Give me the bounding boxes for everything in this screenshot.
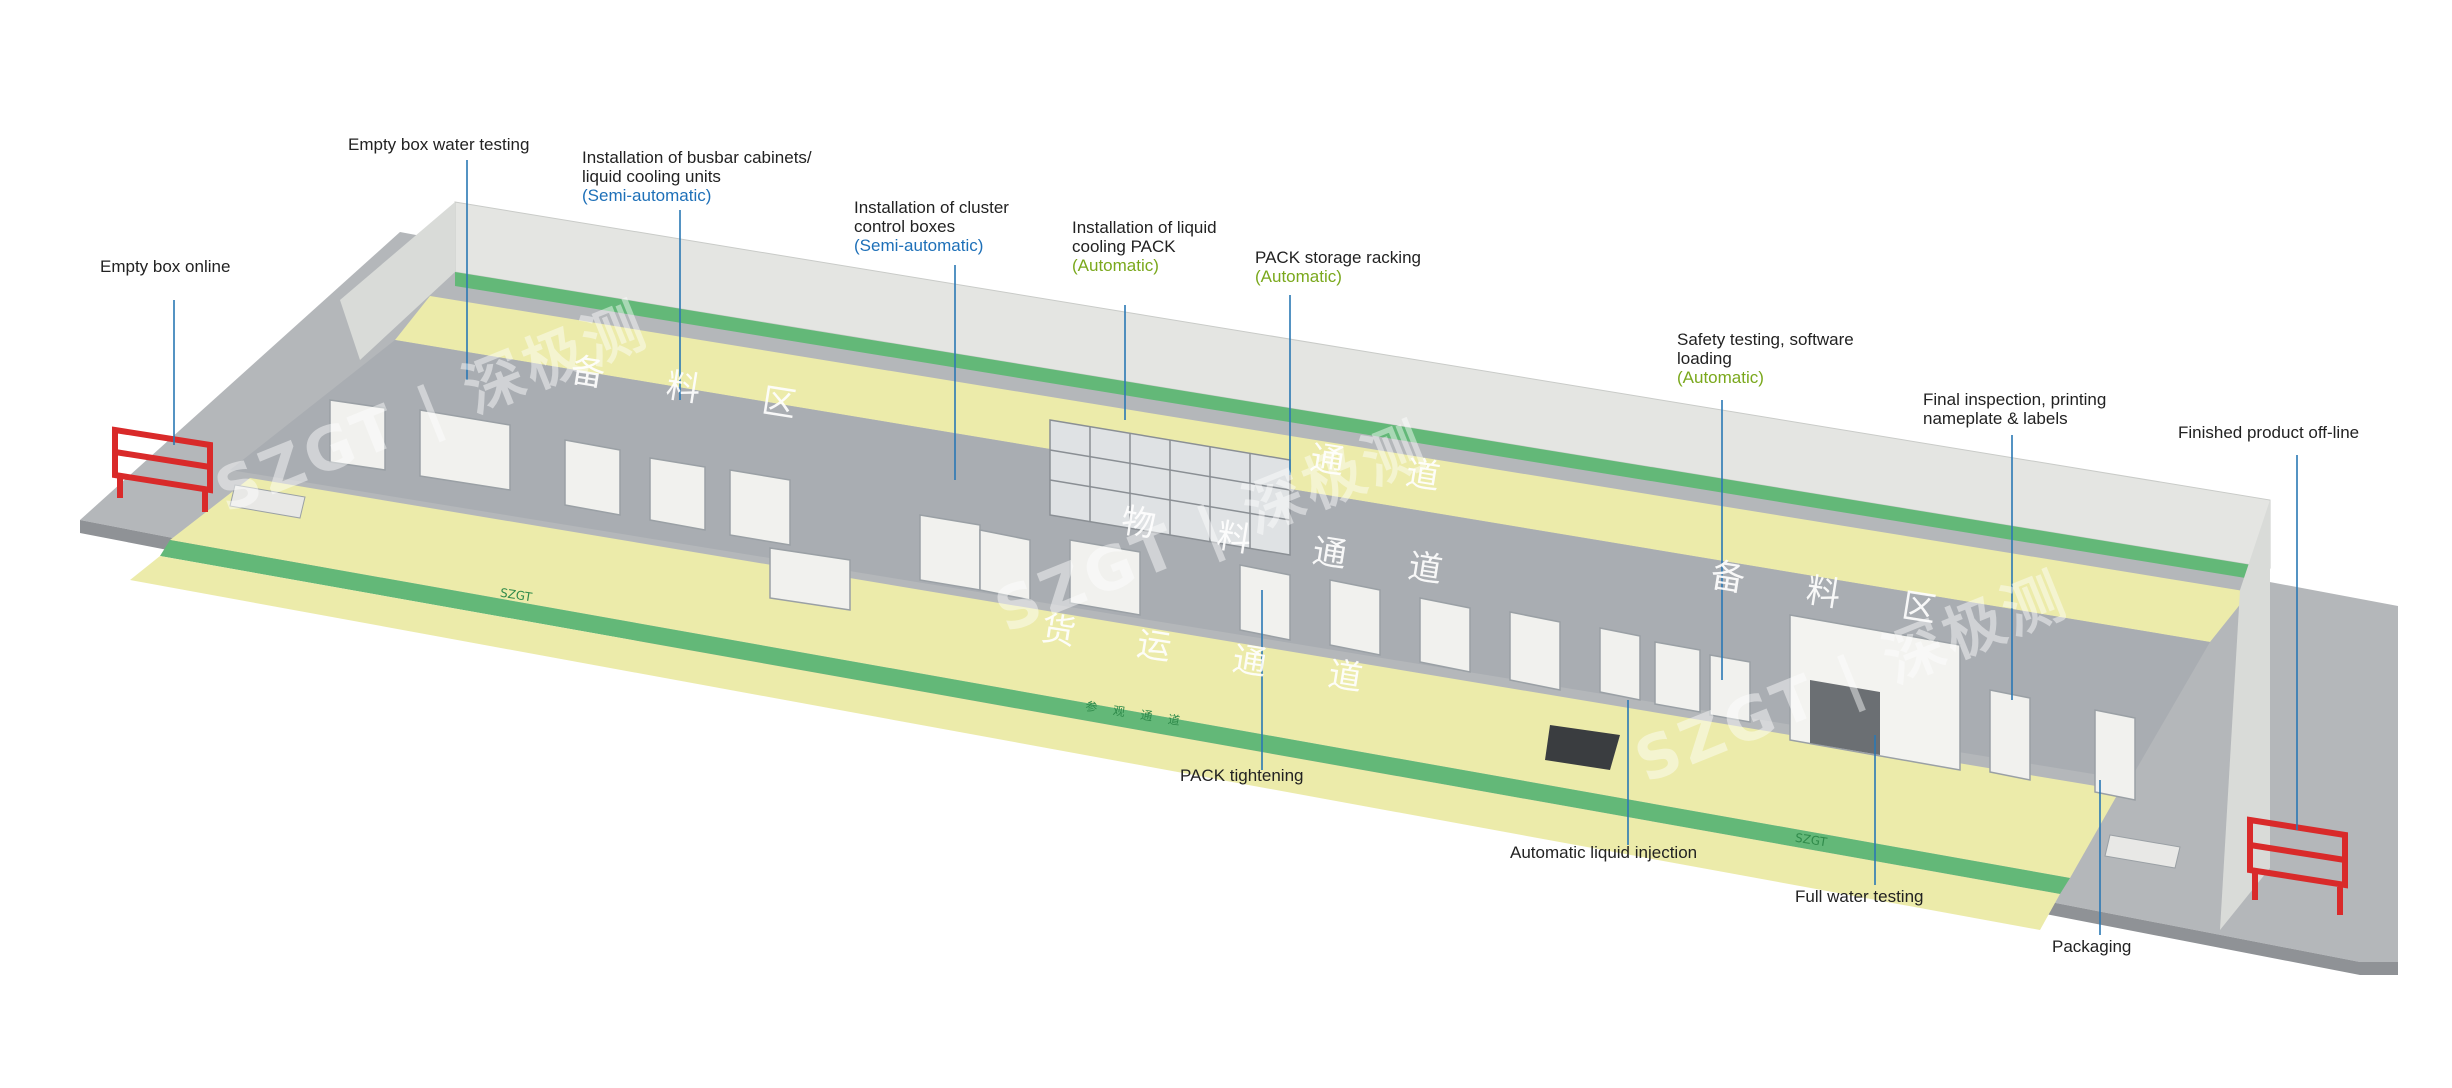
label-text: Empty box online bbox=[100, 257, 231, 276]
label-finished-product-off-line: Finished product off-line bbox=[2178, 423, 2359, 442]
label-line-1: Installation of cluster bbox=[854, 198, 1009, 217]
label-text: Automatic liquid injection bbox=[1510, 843, 1698, 862]
label-packaging: Packaging bbox=[2052, 937, 2131, 956]
packaging-tray bbox=[2104, 834, 2181, 869]
label-text: Packaging bbox=[2052, 937, 2132, 956]
empty-box-tray bbox=[229, 484, 306, 519]
label-safety-testing: Safety testing, software loading (Automa… bbox=[1677, 330, 1854, 387]
label-mode: (Semi-automatic) bbox=[582, 186, 712, 205]
front-yellow-lane bbox=[170, 478, 2120, 878]
machines bbox=[329, 399, 2136, 801]
front-green-strip bbox=[160, 540, 2070, 894]
label-line-1: Final inspection, printing bbox=[1923, 390, 2107, 409]
label-text: Full water testing bbox=[1795, 887, 1924, 906]
label-mode: (Semi-automatic) bbox=[854, 236, 984, 255]
front-yellow-aisle bbox=[130, 556, 2060, 930]
label-pack-tightening: PACK tightening bbox=[1180, 766, 1303, 785]
label-line-1: PACK storage racking bbox=[1255, 248, 1421, 267]
label-line-1: Installation of liquid bbox=[1072, 218, 1217, 237]
water-testing-booth bbox=[1789, 614, 1961, 771]
label-busbar-installation: Installation of busbar cabinets/ liquid … bbox=[582, 148, 812, 205]
label-line-1: Safety testing, software bbox=[1677, 330, 1854, 349]
label-cluster-control-boxes: Installation of cluster control boxes (S… bbox=[854, 198, 1009, 255]
label-line-1: Installation of busbar cabinets/ bbox=[582, 148, 812, 167]
red-cart-left bbox=[112, 426, 213, 512]
label-line-2: liquid cooling units bbox=[582, 167, 721, 186]
label-mode: (Automatic) bbox=[1072, 256, 1159, 275]
agv-cart bbox=[1545, 725, 1620, 770]
back-yellow-lane bbox=[395, 296, 2250, 642]
label-text: Empty box water testing bbox=[348, 135, 530, 154]
label-line-2: loading bbox=[1677, 349, 1732, 368]
pack-storage-rack bbox=[1049, 419, 1291, 556]
label-pack-storage-racking: PACK storage racking (Automatic) bbox=[1255, 248, 1421, 286]
label-line-2: cooling PACK bbox=[1072, 237, 1176, 256]
label-empty-box-online: Empty box online bbox=[100, 257, 230, 276]
label-mode: (Automatic) bbox=[1255, 267, 1342, 286]
label-automatic-liquid-injection: Automatic liquid injection bbox=[1510, 843, 1697, 862]
label-line-2: control boxes bbox=[854, 217, 956, 236]
back-green-strip bbox=[455, 272, 2270, 582]
label-liquid-cooling-pack: Installation of liquid cooling PACK (Aut… bbox=[1072, 218, 1217, 275]
label-line-2: nameplate & labels bbox=[1923, 409, 2068, 428]
label-final-inspection: Final inspection, printing nameplate & l… bbox=[1923, 390, 2106, 428]
label-empty-box-water-testing: Empty box water testing bbox=[348, 135, 529, 154]
label-text: Finished product off-line bbox=[2178, 423, 2360, 442]
leader-lines bbox=[173, 160, 2298, 935]
label-text: PACK tightening bbox=[1180, 766, 1304, 785]
label-mode: (Automatic) bbox=[1677, 368, 1764, 387]
left-wall bbox=[340, 202, 455, 360]
label-full-water-testing: Full water testing bbox=[1795, 887, 1924, 906]
red-cart-right bbox=[2247, 816, 2348, 915]
